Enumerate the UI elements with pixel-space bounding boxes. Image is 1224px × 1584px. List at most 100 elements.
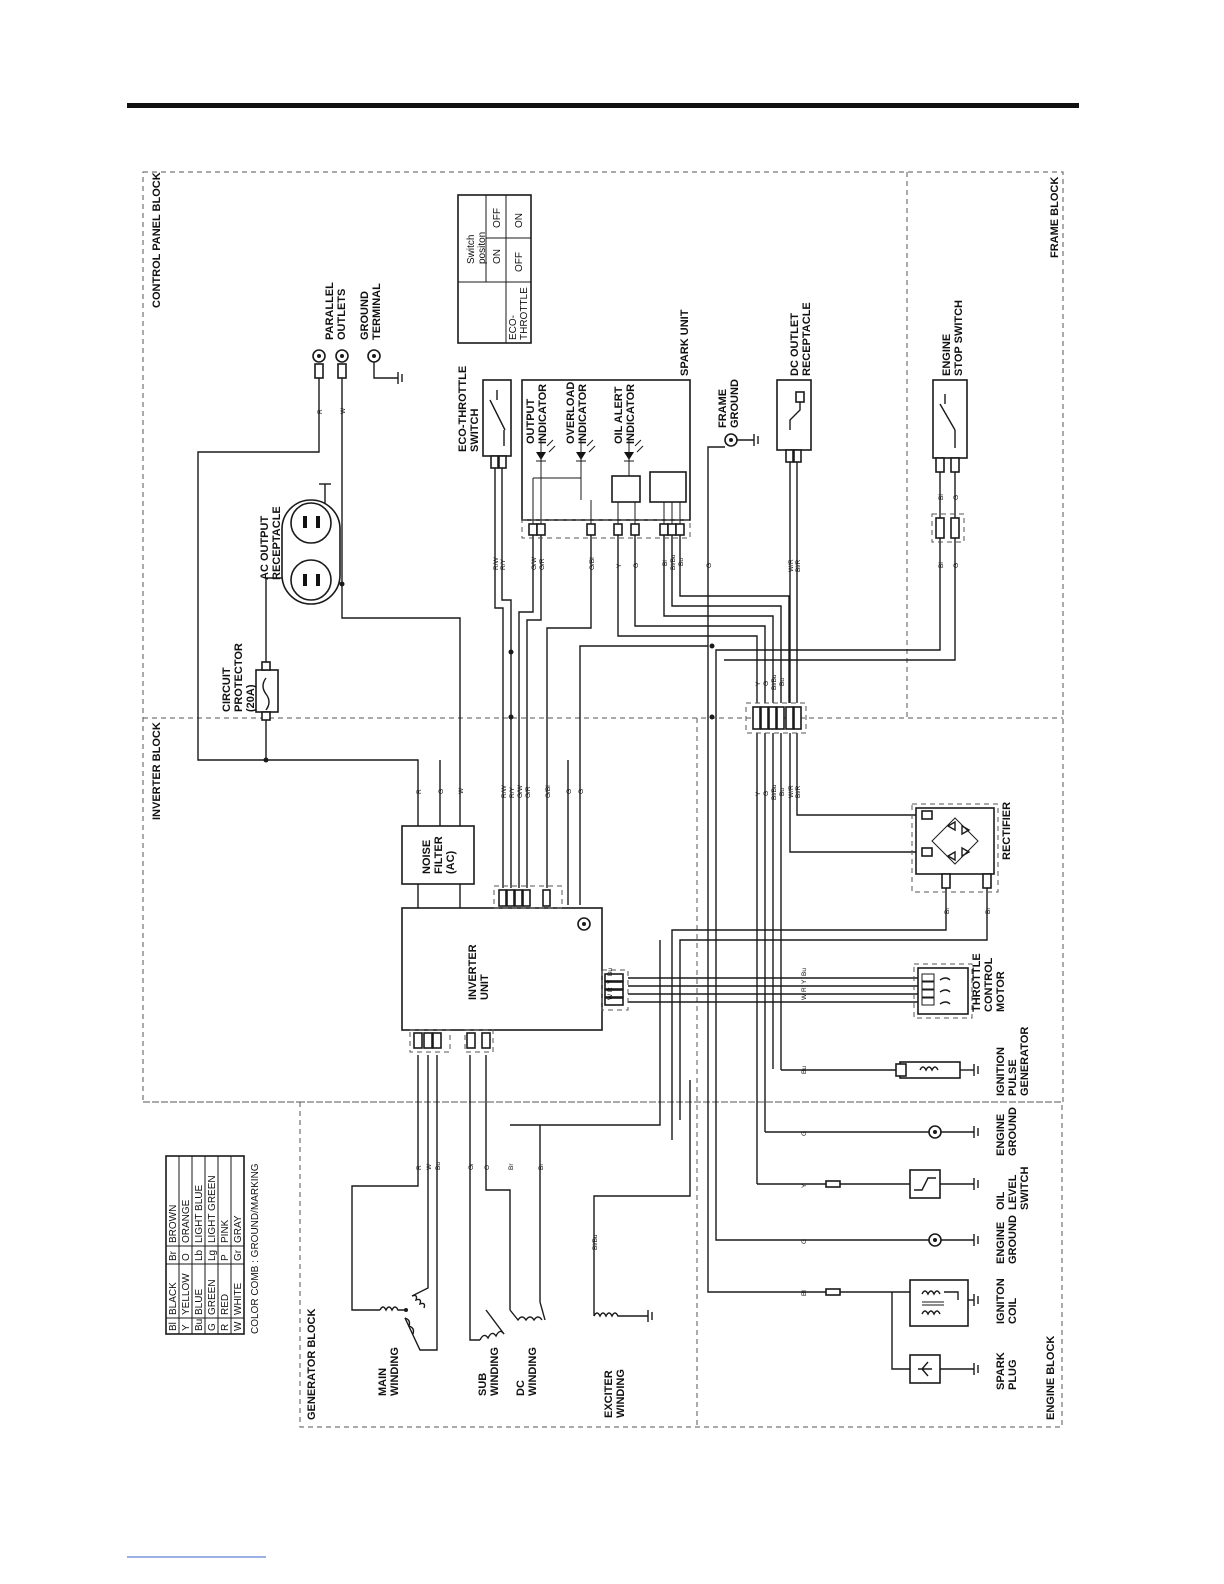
svg-text:WINDING: WINDING — [389, 1347, 401, 1396]
svg-text:RED: RED — [220, 1294, 231, 1315]
svg-text:Y: Y — [181, 1324, 192, 1331]
svg-text:O: O — [484, 1165, 491, 1170]
svg-text:Bu: Bu — [801, 968, 808, 976]
eco-throttle-switch: ECO-THROTTLE SWITCH — [457, 366, 512, 469]
svg-text:RECEPTACLE: RECEPTACLE — [271, 506, 283, 580]
svg-text:SPARK: SPARK — [995, 1352, 1007, 1390]
svg-text:Br: Br — [944, 907, 951, 914]
svg-text:MOTOR: MOTOR — [995, 971, 1007, 1012]
svg-text:LEVEL: LEVEL — [1007, 1174, 1019, 1210]
svg-text:W/R: W/R — [788, 785, 795, 798]
svg-text:OUTPUT: OUTPUT — [525, 399, 537, 445]
svg-text:G/Bl: G/Bl — [545, 785, 552, 798]
svg-text:ECO-THROTTLE: ECO-THROTTLE — [457, 366, 469, 452]
svg-text:OVERLOAD: OVERLOAD — [565, 382, 577, 444]
svg-text:Gr: Gr — [233, 1249, 244, 1261]
svg-text:W: W — [340, 407, 347, 414]
svg-text:Switch: Switch — [466, 235, 477, 264]
svg-text:Bl/R: Bl/R — [795, 559, 802, 572]
svg-text:INDICATOR: INDICATOR — [537, 384, 549, 444]
junction-dots — [263, 581, 715, 763]
svg-text:FILTER: FILTER — [433, 836, 445, 874]
svg-text:GROUND: GROUND — [359, 291, 371, 340]
svg-text:LIGHT GREEN: LIGHT GREEN — [207, 1175, 218, 1243]
svg-text:ON: ON — [514, 213, 525, 228]
svg-text:Bu: Bu — [678, 558, 685, 566]
svg-text:(AC): (AC) — [445, 850, 457, 874]
svg-text:COLOR COMB : GROUND/MARKING: COLOR COMB : GROUND/MARKING — [250, 1163, 261, 1334]
svg-text:DC: DC — [515, 1380, 527, 1396]
svg-text:Bl: Bl — [938, 494, 945, 500]
svg-text:STOP SWITCH: STOP SWITCH — [953, 300, 965, 376]
svg-text:Bl/Bu: Bl/Bu — [771, 674, 778, 690]
svg-text:G: G — [801, 1239, 808, 1244]
svg-text:G: G — [633, 563, 640, 568]
ac-output-receptacle: AC OUTPUT RECEPTACLE — [259, 483, 341, 605]
main-winding: MAIN WINDING — [377, 1294, 426, 1396]
switch-position-table: Switch positon ON OFF ECO- THROTTLE OFF … — [457, 194, 532, 344]
svg-text:R/Y: R/Y — [509, 787, 516, 799]
svg-text:SWITCH: SWITCH — [469, 409, 481, 452]
svg-text:OUTLETS: OUTLETS — [336, 289, 348, 340]
svg-text:GREEN: GREEN — [207, 1279, 218, 1315]
svg-text:Bu: Bu — [194, 1319, 205, 1331]
svg-text:PINK: PINK — [220, 1219, 231, 1243]
svg-text:PULSE: PULSE — [1007, 1059, 1019, 1096]
svg-text:ORANGE: ORANGE — [181, 1199, 192, 1243]
svg-text:R: R — [220, 1324, 231, 1331]
dc-outlet-receptacle: DC OUTLET RECEPTACLE — [776, 302, 813, 463]
svg-text:Gr: Gr — [468, 1162, 475, 1170]
svg-text:UNIT: UNIT — [479, 974, 491, 1000]
svg-text:G: G — [578, 789, 585, 794]
svg-text:R: R — [607, 987, 614, 992]
svg-text:GROUND: GROUND — [1007, 1215, 1019, 1264]
svg-text:G/R: G/R — [525, 786, 532, 798]
ignition-coil: IGNITON COIL — [825, 1278, 1019, 1327]
frame-ground: FRAME GROUND — [717, 379, 759, 447]
svg-text:WINDING: WINDING — [527, 1347, 539, 1396]
svg-text:INVERTER: INVERTER — [467, 944, 479, 1000]
dc-winding: DC WINDING — [509, 1301, 546, 1396]
svg-text:OIL ALERT: OIL ALERT — [613, 386, 625, 444]
svg-text:INVERTER BLOCK: INVERTER BLOCK — [151, 722, 163, 820]
svg-text:Bu: Bu — [779, 788, 786, 796]
svg-text:G: G — [706, 563, 713, 568]
svg-text:Bl: Bl — [168, 1322, 179, 1331]
svg-text:NOISE: NOISE — [421, 840, 433, 874]
svg-text:GRAY: GRAY — [233, 1215, 244, 1243]
svg-text:G/W: G/W — [517, 784, 524, 798]
svg-text:GROUND: GROUND — [729, 379, 741, 428]
svg-text:INDICATOR: INDICATOR — [625, 384, 637, 444]
svg-text:Br: Br — [168, 1250, 179, 1261]
circuit-protector: CIRCUIT PROTECTOR (20A) — [221, 643, 279, 721]
svg-text:GROUND: GROUND — [1007, 1107, 1019, 1156]
svg-text:DC OUTLET: DC OUTLET — [789, 313, 801, 376]
svg-text:ON: ON — [492, 249, 503, 264]
svg-text:BLACK: BLACK — [168, 1282, 179, 1315]
svg-text:Bl/R: Bl/R — [795, 785, 802, 798]
svg-text:G/W: G/W — [531, 556, 538, 570]
svg-text:positon: positon — [477, 232, 488, 264]
stop-switch-connector — [931, 513, 965, 543]
svg-text:FRAME BLOCK: FRAME BLOCK — [1049, 177, 1061, 258]
svg-text:COIL: COIL — [1007, 1297, 1019, 1324]
svg-text:AC OUTPUT: AC OUTPUT — [259, 516, 271, 580]
block-title-inverter: INVERTER BLOCK — [151, 722, 163, 820]
svg-text:W: W — [607, 993, 614, 1000]
svg-text:W/R: W/R — [788, 559, 795, 572]
svg-text:EXCITER: EXCITER — [603, 1370, 615, 1418]
svg-text:G/Bl: G/Bl — [589, 557, 596, 570]
svg-text:MAIN: MAIN — [377, 1368, 389, 1396]
svg-text:G/R: G/R — [539, 558, 546, 570]
svg-text:O: O — [181, 1253, 192, 1261]
svg-text:Y: Y — [755, 791, 762, 796]
svg-text:Br: Br — [538, 1163, 545, 1170]
svg-text:ENGINE BLOCK: ENGINE BLOCK — [1045, 1336, 1057, 1420]
svg-text:Bl: Bl — [801, 1290, 808, 1296]
svg-text:W: W — [801, 993, 808, 1000]
svg-text:Bu: Bu — [779, 678, 786, 686]
svg-text:G: G — [763, 791, 770, 796]
engine-stop-switch: ENGINE STOP SWITCH — [932, 300, 968, 473]
frame-connector — [745, 702, 807, 734]
